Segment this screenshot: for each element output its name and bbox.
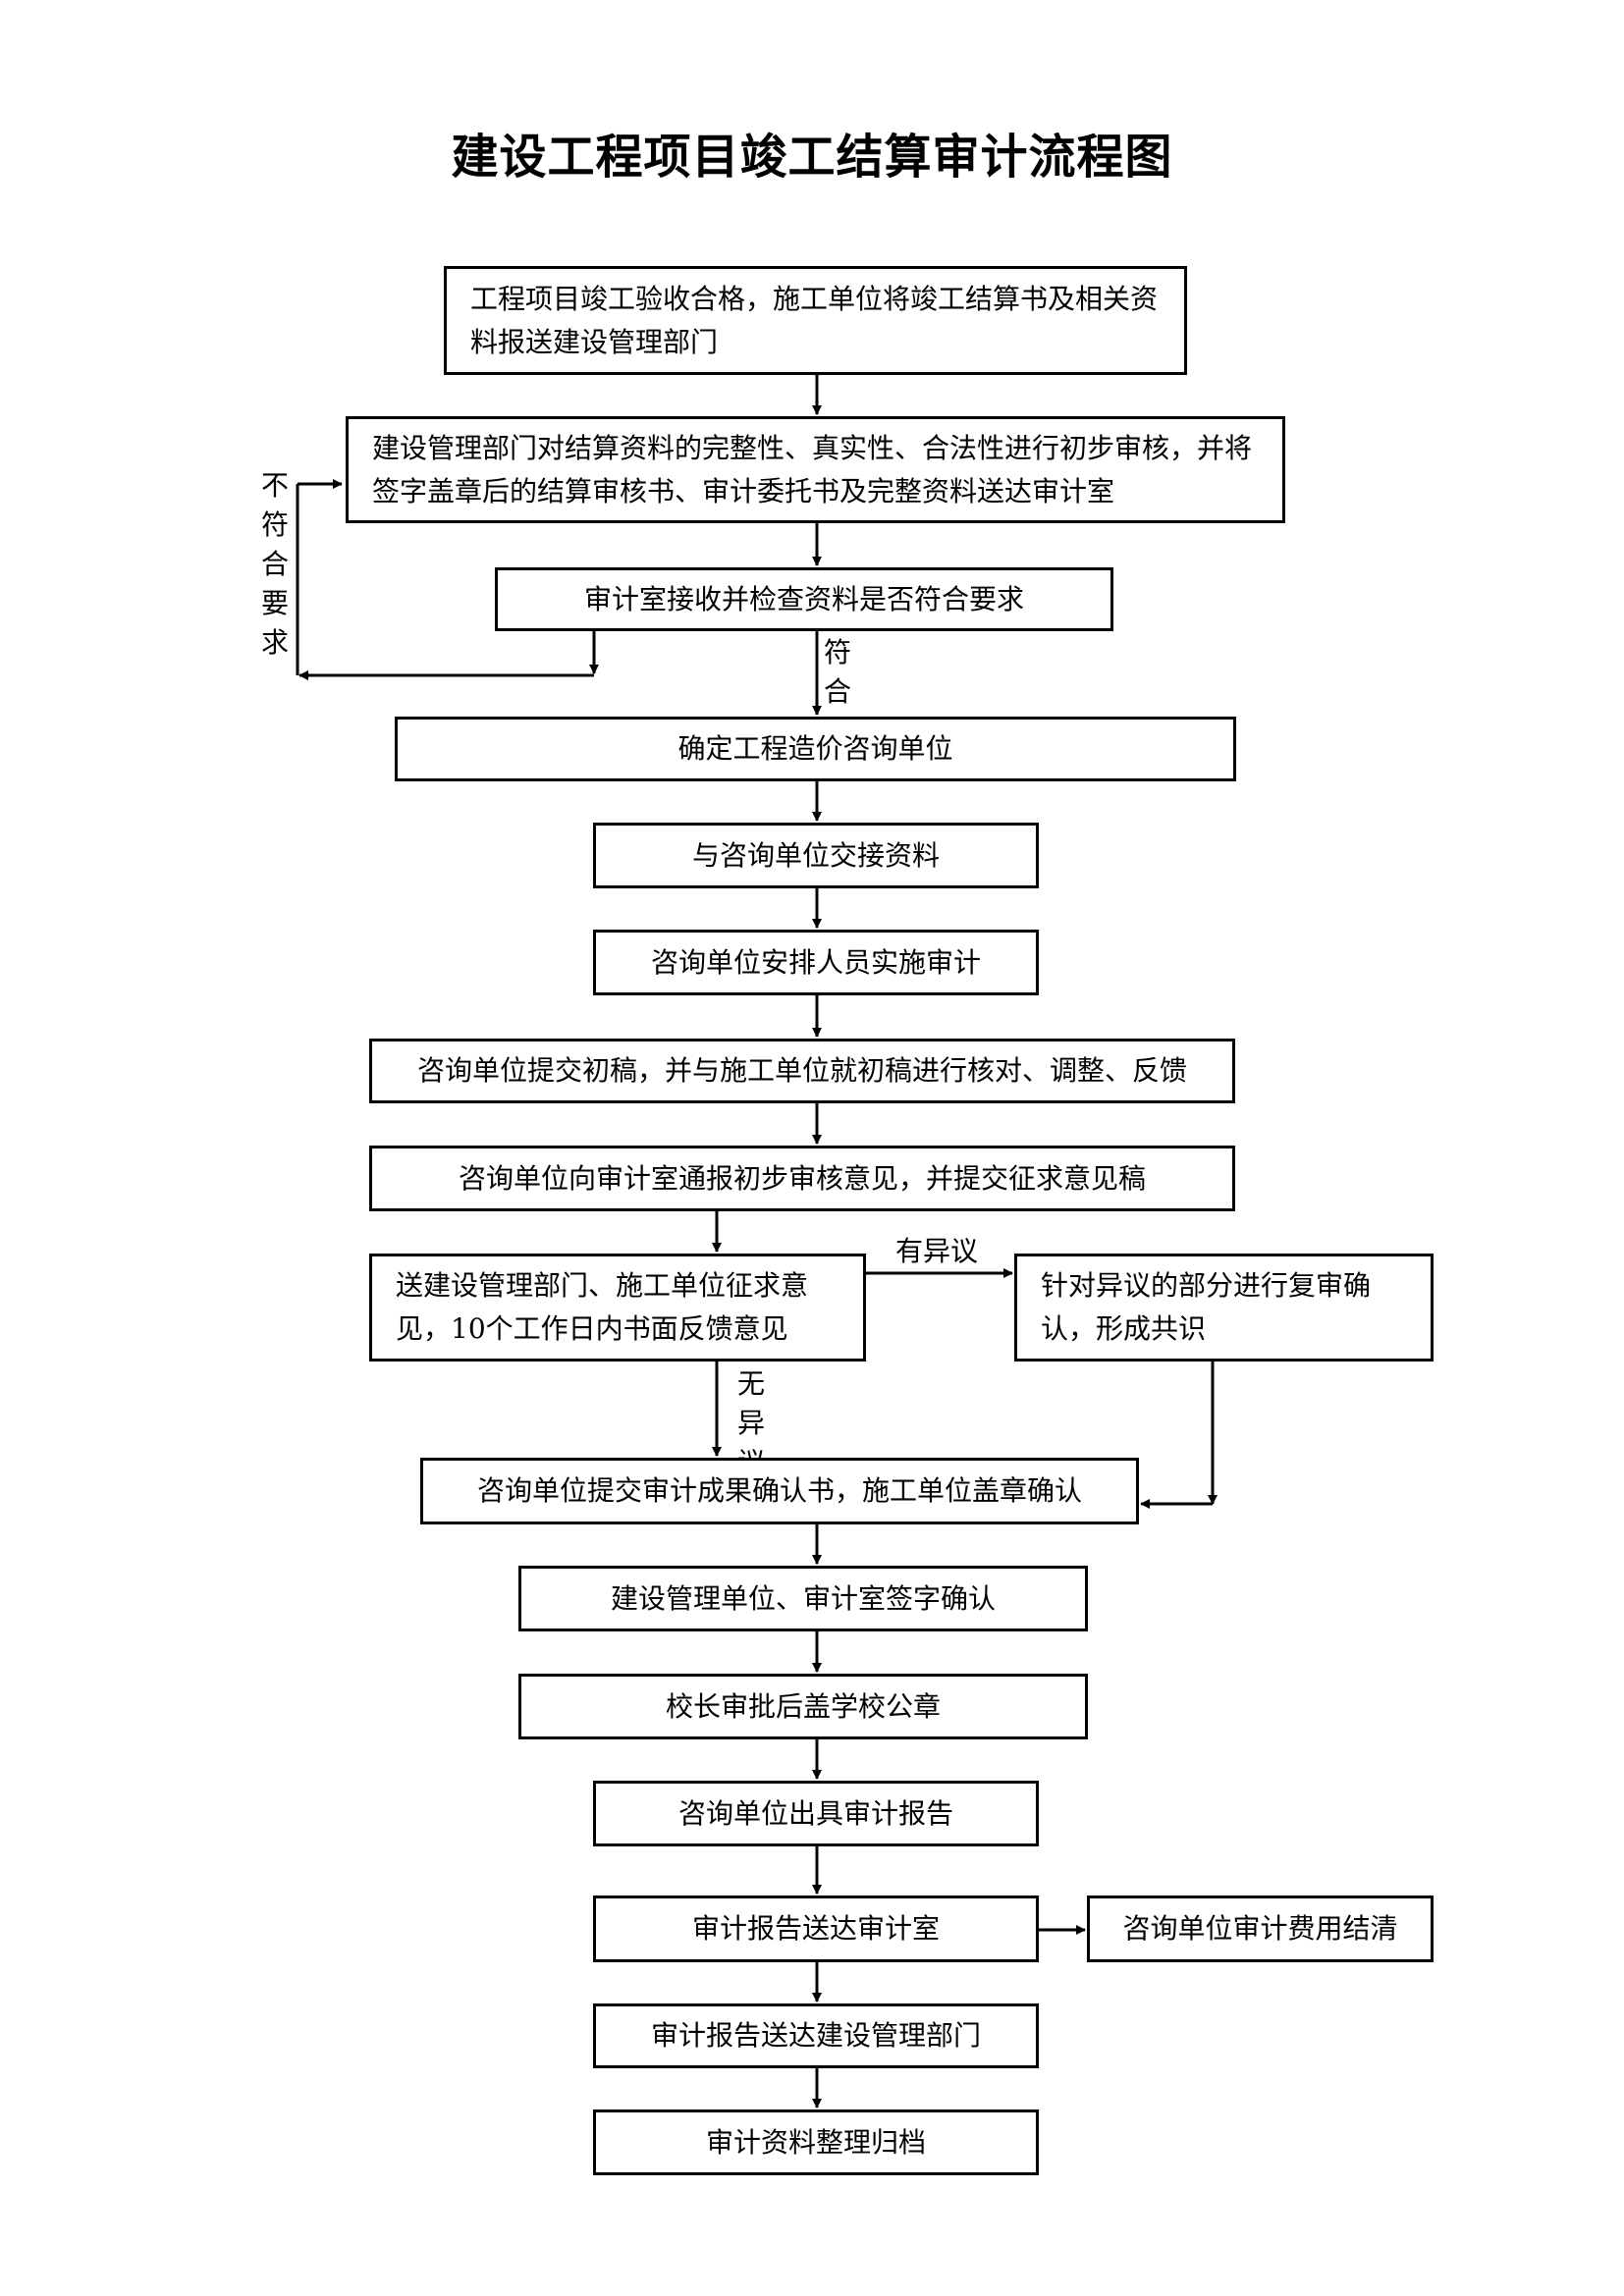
step-7: 咨询单位提交初稿，并与施工单位就初稿进行核对、调整、反馈 xyxy=(369,1039,1235,1103)
step-9b-text: 针对异议的部分进行复审确认，形成共识 xyxy=(1041,1269,1372,1345)
step-12-text: 校长审批后盖学校公章 xyxy=(665,1689,941,1723)
step-11-text: 建设管理单位、审计室签字确认 xyxy=(610,1581,996,1615)
step-15: 审计报告送达建设管理部门 xyxy=(593,2003,1039,2068)
step-3: 审计室接收并检查资料是否符合要求 xyxy=(495,567,1113,631)
step-1: 工程项目竣工验收合格，施工单位将竣工结算书及相关资料报送建设管理部门 xyxy=(444,266,1187,375)
step-9-text: 送建设管理部门、施工单位征求意见，10个工作日内书面反馈意见 xyxy=(396,1269,809,1345)
step-13: 咨询单位出具审计报告 xyxy=(593,1781,1039,1846)
step-6: 咨询单位安排人员实施审计 xyxy=(593,930,1039,995)
step-5: 与咨询单位交接资料 xyxy=(593,823,1039,888)
step-2-text: 建设管理部门对结算资料的完整性、真实性、合法性进行初步审核，并将签字盖章后的结算… xyxy=(372,431,1253,507)
step-6-text: 咨询单位安排人员实施审计 xyxy=(650,945,981,979)
label-not-conform: 不符合要求 xyxy=(260,469,289,659)
step-4-text: 确定工程造价咨询单位 xyxy=(677,732,953,765)
step-14b-text: 咨询单位审计费用结清 xyxy=(1122,1912,1398,1945)
step-8: 咨询单位向审计室通报初步审核意见，并提交征求意见稿 xyxy=(369,1146,1235,1211)
page-title: 建设工程项目竣工结算审计流程图 xyxy=(451,130,1173,185)
step-14-text: 审计报告送达审计室 xyxy=(691,1912,940,1945)
step-2: 建设管理部门对结算资料的完整性、真实性、合法性进行初步审核，并将签字盖章后的结算… xyxy=(346,416,1285,523)
step-10-text: 咨询单位提交审计成果确认书，施工单位盖章确认 xyxy=(476,1474,1082,1507)
step-4: 确定工程造价咨询单位 xyxy=(395,717,1236,781)
label-has-objection: 有异议 xyxy=(895,1235,979,1267)
step-7-text: 咨询单位提交初稿，并与施工单位就初稿进行核对、调整、反馈 xyxy=(416,1054,1187,1087)
label-conform: 符合 xyxy=(823,636,851,708)
step-16-text: 审计资料整理归档 xyxy=(705,2125,926,2159)
step-13-text: 咨询单位出具审计报告 xyxy=(677,1796,953,1830)
step-12: 校长审批后盖学校公章 xyxy=(518,1674,1088,1739)
step-10: 咨询单位提交审计成果确认书，施工单位盖章确认 xyxy=(420,1458,1139,1524)
step-11: 建设管理单位、审计室签字确认 xyxy=(518,1566,1088,1631)
step-14b: 咨询单位审计费用结清 xyxy=(1087,1896,1434,1962)
step-14: 审计报告送达审计室 xyxy=(593,1896,1039,1962)
step-16: 审计资料整理归档 xyxy=(593,2109,1039,2175)
step-15-text: 审计报告送达建设管理部门 xyxy=(650,2019,981,2052)
step-1-text: 工程项目竣工验收合格，施工单位将竣工结算书及相关资料报送建设管理部门 xyxy=(470,282,1159,358)
step-8-text: 咨询单位向审计室通报初步审核意见，并提交征求意见稿 xyxy=(458,1161,1146,1195)
step-3-text: 审计室接收并检查资料是否符合要求 xyxy=(583,582,1024,615)
step-9: 送建设管理部门、施工单位征求意见，10个工作日内书面反馈意见 xyxy=(369,1254,866,1362)
step-5-text: 与咨询单位交接资料 xyxy=(691,838,940,872)
step-9b: 针对异议的部分进行复审确认，形成共识 xyxy=(1014,1254,1434,1362)
